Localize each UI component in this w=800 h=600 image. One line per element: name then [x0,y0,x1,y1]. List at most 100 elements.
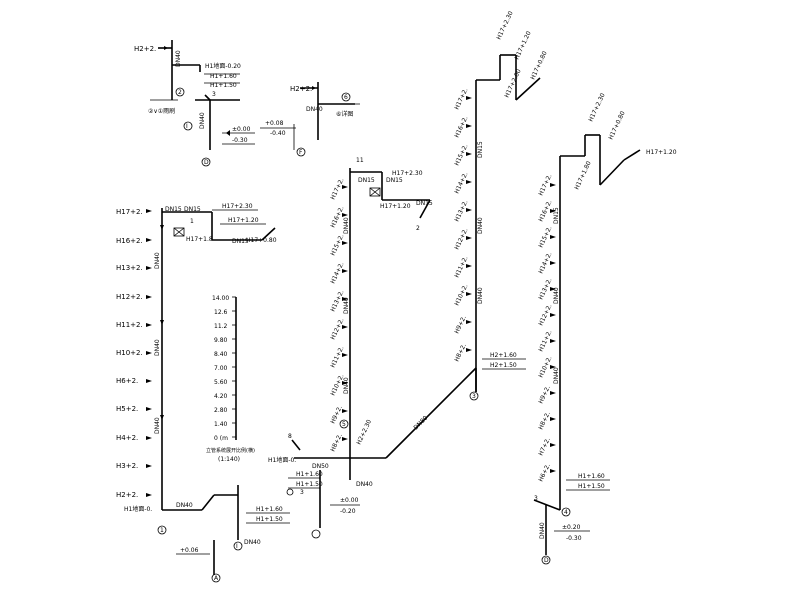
left-circle-1: 1 [190,218,194,225]
scale-tick-4: 8.40 [214,351,228,358]
mid-circle-5: 5 [342,421,346,428]
left-floor-marks [146,209,152,497]
left-dn40-mid: DN40 [154,339,161,356]
mid-dn40-3: DN40 [343,377,350,394]
right-floor-8: H9+2. [537,385,551,405]
left-floor-labels: H17+2. H16+2. H13+2. H12+2. H11+2. H10+2… [116,208,152,513]
scale-bar: 14.00 12.6 11.2 9.80 8.40 7.00 5.60 4.20… [206,295,255,463]
left-floor-0: H16+2. [116,237,143,245]
circle-i-a: I [186,123,188,130]
mid-dn15-b: DN15 [386,177,403,184]
right-top-230: H17+2.30 [587,92,606,123]
left-top-120: H17+1.20 [228,217,259,224]
mid-dn40-2: DN40 [343,297,350,314]
mid-circle-11: 11 [356,157,364,164]
right-elev-020: ±0.20 [562,524,581,531]
circle-6-label: 6 [344,94,348,101]
scale-tick-2: 11.2 [214,323,228,330]
mid-circle-3: 3 [300,489,304,496]
left-top-080: H17+0.80 [246,237,277,244]
right-dn40b: DN40 [553,367,560,384]
upper-dn15: DN15 [477,141,484,158]
elev-030-label: -0.30 [232,137,248,144]
mid-elev-150: H1+1.50 [296,481,323,488]
mid-top-230: H17+2.30 [392,170,423,177]
upper-top-080: H17+0.80 [529,50,548,81]
riser-left: DN15 DN15 DN15 H17+2.30 H17+1.20 H17+0.8… [116,203,290,583]
scale-tick-1: 12.6 [214,309,228,316]
mid-h2-230: H2+2.30 [355,419,373,446]
left-floor-9: H2+2. [116,491,138,499]
left-floor-2: H12+2. [116,293,143,301]
upper-top-200: H17+2.00 [503,68,522,99]
mid-dn40-bottom: DN40 [356,481,373,488]
mid-dn50: DN50 [312,463,329,470]
elev-020-label: H1地面-0.20 [205,62,241,70]
mid-floor-3: H14+2. [329,261,345,285]
right-floor-9: H8+2. [537,411,551,431]
right-elev-150: H1+1.50 [578,483,605,490]
left-floor-7: H4+2. [116,434,138,442]
upper-top-120: H17+1.20 [513,30,532,61]
left-dn15-c: DN15 [232,238,249,245]
left-dn40-side: DN40 [244,539,261,546]
elev-000-label: ±0.00 [232,126,251,133]
mid-elev-000: ±0.00 [340,497,359,504]
mid-top-120: H17+1.20 [380,203,411,210]
left-dn40-bottom: DN40 [154,417,161,434]
mid-floor-0: H17+2. [329,177,345,201]
left-floor-bottom: H1地面-0. [124,505,152,513]
scale-tick-10: 0 (m [214,435,228,442]
upper-dn40: DN40 [477,217,484,234]
right-floor-10: H7+2. [537,437,551,457]
left-floor-5: H6+2. [116,377,138,385]
right-elev-160: H1+1.60 [578,473,605,480]
right-circle-d: D [544,557,549,564]
mid-dn15-c: DN15 [416,200,433,207]
dn40-c-label: DN40 [306,106,323,113]
riser-mid: 11 DN15 DN15 DN15 H17+2.30 H17+1.20 2 H1… [268,157,477,539]
mid-circle-8: 8 [288,433,292,440]
left-floor-6: H5+2. [116,405,138,413]
scale-tick-8: 2.80 [214,407,228,414]
riser-right: H17+2.30 H17+0.80 H17+1.20 H17+1.80 DN15… [533,92,677,565]
left-circle-bottom: 1 [160,527,164,534]
right-top-180: H17+1.80 [573,160,592,191]
left-dn40-label: DN40 [154,252,161,269]
left-floor-3: H11+2. [116,321,143,329]
right-floor-11: H6+2. [537,463,551,483]
elev-040-label: -0.40 [270,130,286,137]
elev-150-label: H1+1.50 [210,82,237,89]
right-dn40-d: DN40 [539,522,546,539]
left-circle-i: I [236,543,238,550]
detail-top-left: H2+2. DN40 H1地面-0.20 H1+1.60 H1+1.50 2 ②… [134,40,255,167]
left-bottom-150: H1+1.50 [256,516,283,523]
mid-dn15-a: DN15 [358,177,375,184]
mid-floor-5: H12+2. [329,317,345,341]
legend-2-label: ②∨①雨刷 [148,107,175,115]
right-floor-labels: H17+2. H16+2. H15+2. H14+2. H13+2. H12+2… [537,173,553,483]
circle-3-label: 3 [212,91,216,98]
mid-circle-2: 2 [416,225,420,232]
circle-f-label: F [299,149,303,156]
mid-floor-6: H11+2. [329,345,345,369]
left-floor-h17: H17+2. [116,208,143,216]
left-bottom-008: +0.06 [180,547,199,554]
scale-tick-5: 7.00 [214,365,228,372]
h2-top-label: H2+2. [134,45,156,53]
left-top-180: H17+1.8 [186,236,213,243]
upper-dn40b: DN40 [477,287,484,304]
upper-floor-8: H9+2. [453,315,467,335]
scale-caption-2: (1:140) [218,456,240,463]
left-floor-4: H10+2. [116,349,143,357]
riser-upper: H17+2.30 H17+1.20 H17+0.80 H17+2.00 DN15… [453,10,549,401]
elev-160-label: H1+1.60 [210,73,237,80]
left-bottom-160: H1+1.60 [256,506,283,513]
elev-008-label: +0.08 [265,120,284,127]
left-floor-1: H13+2. [116,264,143,272]
upper-h2-160: H2+1.60 [490,352,517,359]
right-elev-030: -0.30 [566,535,582,542]
right-top-120: H17+1.20 [646,149,677,156]
mid-dn40-1: DN40 [343,217,350,234]
scale-tick-3: 9.80 [214,337,228,344]
